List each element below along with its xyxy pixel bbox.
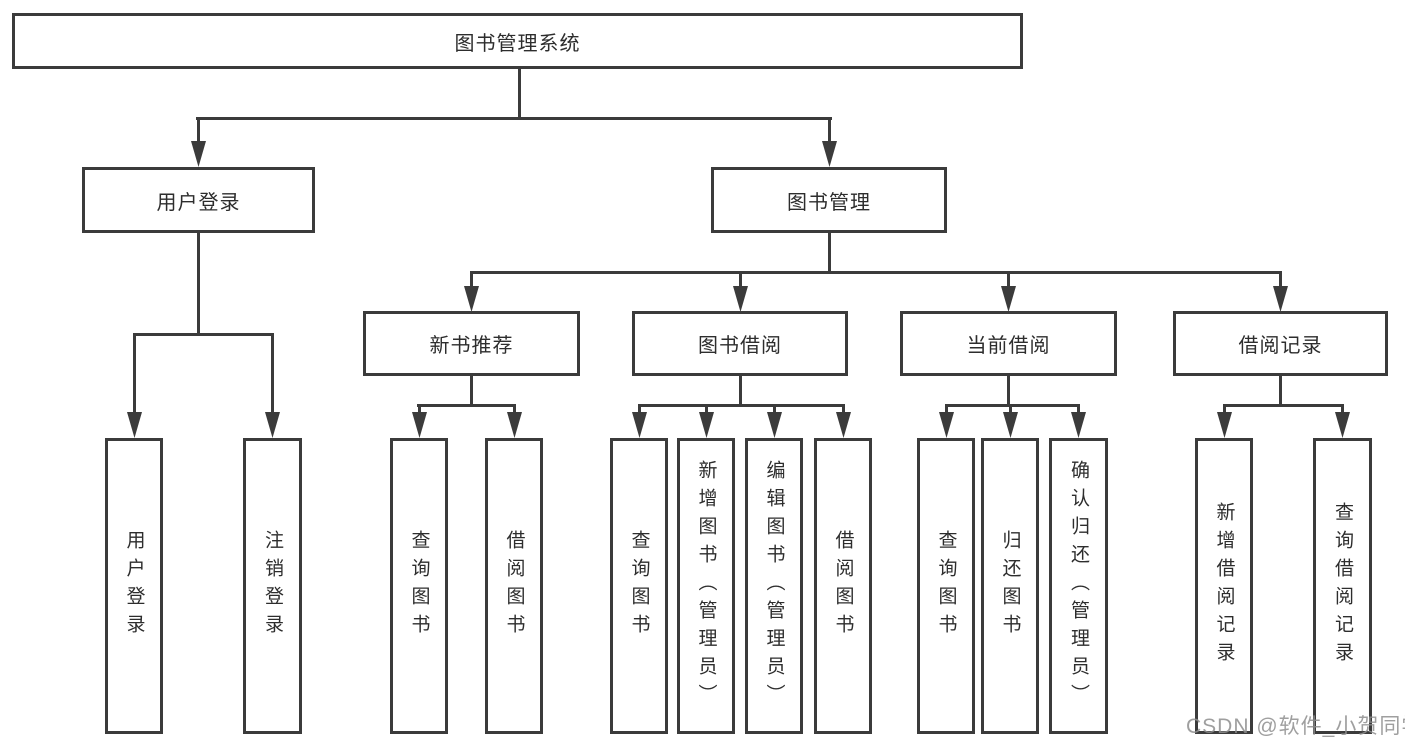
connector-line: [470, 271, 1281, 274]
connector-line: [1279, 376, 1282, 406]
arrow-down-icon: [822, 141, 837, 167]
connector-line: [1341, 404, 1344, 414]
leaf-add-books-admin: 新增图书（管理员）: [677, 438, 735, 734]
connector-line: [842, 404, 845, 414]
arrow-down-icon: [127, 412, 142, 438]
connector-line: [739, 271, 742, 288]
leaf-query-books-borrowing: 查询图书: [610, 438, 668, 734]
arrow-down-icon: [1071, 412, 1086, 438]
connector-line: [133, 333, 136, 414]
leaf-label: 新增借阅记录: [1213, 502, 1235, 670]
leaf-query-books-current: 查询图书: [917, 438, 975, 734]
arrow-down-icon: [464, 286, 479, 312]
leaf-label: 确认归还（管理员）: [1068, 460, 1089, 712]
connector-line: [945, 404, 948, 414]
arrow-down-icon: [836, 412, 851, 438]
connector-line: [470, 271, 473, 288]
arrow-down-icon: [507, 412, 522, 438]
leaf-user-login: 用户登录: [105, 438, 163, 734]
leaf-borrow-books-borrowing: 借阅图书: [814, 438, 872, 734]
node-label: 当前借阅: [966, 335, 1051, 357]
leaf-label: 新增图书（管理员）: [695, 460, 717, 712]
node-user-login: 用户登录: [82, 167, 315, 233]
arrow-down-icon: [733, 286, 748, 312]
leaf-label: 注销登录: [262, 530, 283, 642]
node-borrowing-records: 借阅记录: [1173, 311, 1388, 376]
connector-line: [470, 376, 473, 406]
leaf-label: 借阅图书: [503, 530, 525, 642]
connector-line: [945, 404, 1080, 407]
connector-line: [705, 404, 708, 414]
leaf-query-books-recommend: 查询图书: [390, 438, 448, 734]
connector-line: [518, 69, 521, 118]
node-label: 用户登录: [156, 191, 241, 214]
leaf-label: 查询图书: [935, 530, 957, 642]
connector-line: [417, 404, 516, 407]
leaf-confirm-return-admin: 确认归还（管理员）: [1049, 438, 1108, 734]
leaf-label: 用户登录: [123, 530, 145, 642]
connector-line: [197, 117, 200, 145]
connector-line: [828, 117, 831, 145]
arrow-down-icon: [767, 412, 782, 438]
connector-line: [828, 233, 831, 273]
arrow-down-icon: [939, 412, 954, 438]
connector-line: [271, 333, 274, 414]
connector-line: [739, 376, 742, 406]
node-label: 图书管理: [787, 191, 871, 214]
node-book-borrowing: 图书借阅: [632, 311, 848, 376]
arrow-down-icon: [1273, 286, 1288, 312]
arrow-down-icon: [191, 141, 206, 167]
leaf-label: 编辑图书（管理员）: [763, 460, 785, 712]
leaf-logout: 注销登录: [243, 438, 302, 734]
arrow-down-icon: [1003, 412, 1018, 438]
connector-line: [1007, 271, 1010, 288]
leaf-label: 归还图书: [999, 530, 1021, 642]
connector-line: [638, 404, 845, 407]
node-label: 借阅记录: [1238, 335, 1323, 357]
arrow-down-icon: [1217, 412, 1232, 438]
leaf-label: 借阅图书: [832, 530, 854, 642]
leaf-label: 查询图书: [408, 530, 430, 642]
leaf-add-borrow-record: 新增借阅记录: [1195, 438, 1253, 734]
arrow-down-icon: [1001, 286, 1016, 312]
leaf-borrow-books-recommend: 借阅图书: [485, 438, 543, 734]
leaf-return-books: 归还图书: [981, 438, 1039, 734]
connector-line: [1009, 404, 1012, 414]
connector-line: [513, 404, 516, 414]
csdn-watermark: CSDN @软件_小贺同学: [1186, 715, 1405, 738]
node-current-borrowing: 当前借阅: [900, 311, 1117, 376]
connector-line: [1007, 376, 1010, 406]
arrow-down-icon: [265, 412, 280, 438]
arrow-down-icon: [632, 412, 647, 438]
connector-line: [1223, 404, 1226, 414]
connector-line: [197, 233, 200, 335]
arrow-down-icon: [699, 412, 714, 438]
connector-line: [418, 404, 421, 414]
leaf-edit-books-admin: 编辑图书（管理员）: [745, 438, 803, 734]
node-label: 图书管理系统: [454, 32, 581, 55]
node-label: 图书借阅: [698, 335, 782, 357]
connector-line: [638, 404, 641, 414]
connector-line: [1077, 404, 1080, 414]
connector-line: [1279, 271, 1282, 288]
arrow-down-icon: [1335, 412, 1350, 438]
node-book-management: 图书管理: [711, 167, 947, 233]
node-root-system: 图书管理系统: [12, 13, 1023, 69]
connector-line: [1223, 404, 1344, 407]
connector-line: [196, 117, 832, 120]
leaf-query-borrow-record: 查询借阅记录: [1313, 438, 1372, 734]
connector-line: [773, 404, 776, 414]
node-new-book-recommend: 新书推荐: [363, 311, 580, 376]
arrow-down-icon: [412, 412, 427, 438]
leaf-label: 查询借阅记录: [1332, 502, 1353, 670]
leaf-label: 查询图书: [628, 530, 650, 642]
connector-line: [133, 333, 274, 336]
node-label: 新书推荐: [429, 335, 514, 357]
